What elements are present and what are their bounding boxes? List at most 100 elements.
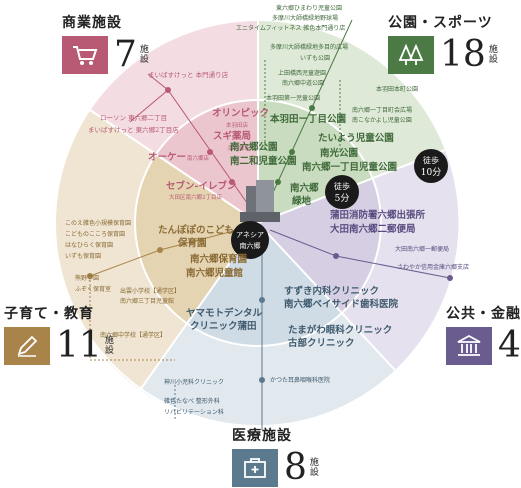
category-medical: 医療施設 8 施設 <box>232 425 320 487</box>
category-childcare-count: 11 <box>56 325 102 366</box>
fac-parks-0: 東六郷ひまわり児童公園 <box>276 4 342 12</box>
fac-commercial-0: まいばすけっと 本門通り店 <box>148 70 229 79</box>
inner-childcare-bg <box>134 154 258 323</box>
dot-childcare-1 <box>157 247 163 253</box>
fac-public-1: 大田南六郷二郵便局 <box>330 223 416 235</box>
fac-parks-17: 南六郷 <box>290 182 319 194</box>
fac-medical-6: 神川小児科クリニック <box>164 378 224 386</box>
fac-parks-14: たいよう児童公園 <box>318 132 394 144</box>
fac-parks-16: 南六郷一丁目児童公園 <box>302 161 397 173</box>
category-public-count: 4 <box>498 325 521 366</box>
fac-medical-5: 古部クリニック <box>288 337 355 349</box>
category-medical-count: 8 <box>284 447 307 488</box>
fac-parks-4: いずも公園 <box>300 54 330 62</box>
dot-commercial-1 <box>165 87 171 93</box>
fac-parks-10: 南二和児童公園 <box>230 155 297 167</box>
fac-parks-13: 南こなかよし児童公園 <box>352 116 412 124</box>
fac-public-2: 大田南六郷一郵便局 <box>395 245 449 253</box>
childcare-labels: このえ雑色小規模保育園 こどものこころ保育園 はなひらく保育園 いずも保育園 た… <box>65 219 247 339</box>
fac-medical-4: たまがわ眼科クリニック <box>288 324 392 336</box>
dot-medical-1 <box>259 297 265 303</box>
fac-childcare-1: こどものこころ保育園 <box>65 230 125 238</box>
dot-parks-2 <box>289 149 295 155</box>
fac-childcare-11: 南六郷三丁目児童館 <box>120 297 174 305</box>
center-line1: アネシア <box>236 231 264 239</box>
fac-parks-7: 本羽田第一児童公園 <box>266 94 320 102</box>
inner-commercial-bg <box>156 99 258 223</box>
category-commercial-unit: 施設 <box>139 45 149 65</box>
fac-parks-1: 多摩川大師橋緑地野球場 <box>272 14 338 22</box>
divider-upper-left <box>89 109 259 224</box>
dot-medical-2 <box>259 377 265 383</box>
category-parks: 公園・スポーツ 18 施設 <box>388 12 499 74</box>
fac-parks-18: 緑地 <box>292 195 312 207</box>
fac-medical-9: リハビリテーション科 <box>164 408 224 416</box>
fac-commercial-1: ローソン 東六郷二丁目 <box>100 113 167 122</box>
fac-parks-11: 本羽田本町公園 <box>376 85 418 93</box>
marker-dots <box>87 87 453 383</box>
fac-parks-3: 多摩川大師橋緑地多目的広場 <box>270 43 348 51</box>
fac-childcare-10: 出雲小学校【通学区】 <box>120 287 180 295</box>
building-icon <box>446 327 492 365</box>
fac-commercial-8: 南六郷店 <box>187 154 210 162</box>
fac-parks-2: エニタイムフィットネス 雑色本門通り店 <box>236 24 345 32</box>
pencil-icon <box>4 327 50 365</box>
tower-front <box>256 180 274 220</box>
commercial-line-2 <box>129 89 169 123</box>
inner-ring <box>134 99 381 346</box>
fac-commercial-9: セブン-イレブン <box>166 180 236 192</box>
fac-medical-1: 南六郷ベイサイド歯科医院 <box>284 298 399 310</box>
inner-medical-bg <box>186 223 341 346</box>
fac-commercial-10: 大田区南六郷2丁目店 <box>169 193 222 201</box>
parks-labels: 東六郷ひまわり児童公園 多摩川大師橋緑地野球場 エニタイムフィットネス 雑色本門… <box>230 4 418 207</box>
category-public-title: 公共・金融 <box>446 306 521 322</box>
divider-lower-right <box>257 222 396 371</box>
fac-childcare-5: 保育園 <box>177 237 207 249</box>
fac-public-0: 蒲田消防署六郷出張所 <box>330 209 426 221</box>
building-illustration <box>240 180 280 222</box>
public-labels: 蒲田消防署六郷出張所 大田南六郷二郵便局 大田南六郷一郵便局 さわやか信用金庫六… <box>330 209 469 271</box>
category-childcare-title: 子育て・教育 <box>4 306 94 322</box>
fac-medical-2: ヤマモトデンタル <box>186 307 263 319</box>
fac-childcare-6: 熊野学園 <box>75 274 99 282</box>
category-childcare-unit: 施設 <box>104 336 114 356</box>
fac-childcare-7: ふぞく保育室 <box>75 285 111 293</box>
center-line2: 南六郷 <box>240 241 261 250</box>
dot-public-2 <box>447 275 453 281</box>
fac-commercial-3: オリンピック <box>212 107 269 119</box>
category-parks-count: 18 <box>440 34 486 75</box>
category-commercial-count: 7 <box>114 34 137 75</box>
category-childcare: 子育て・教育 11 施設 <box>4 303 115 365</box>
medical-box-icon <box>232 449 278 487</box>
fac-parks-8: 本羽田ー丁目公園 <box>270 113 346 125</box>
fac-parks-6: 南六郷中道公園 <box>282 79 324 87</box>
category-parks-title: 公園・スポーツ <box>388 15 493 31</box>
fac-medical-8: 雑色たなべ 整形外科 <box>164 397 220 405</box>
category-public: 公共・金融 4 施設 <box>446 303 521 365</box>
category-medical-title: 医療施設 <box>232 428 292 444</box>
parks-line <box>264 19 353 211</box>
fac-parks-12: 南六郷一丁目町会広場 <box>352 106 412 114</box>
walk-10-label: 徒歩 <box>423 155 439 165</box>
inner-parks-bg <box>258 100 373 223</box>
childcare-line-2 <box>89 276 175 361</box>
cart-icon <box>62 36 108 74</box>
dot-parks-1 <box>309 105 315 111</box>
dot-commercial-2 <box>207 149 213 155</box>
fac-public-3: さわやか信用金庫六郷支店 <box>397 263 469 271</box>
fac-childcare-3: いずも保育園 <box>65 252 101 260</box>
dot-parks-3 <box>275 179 281 185</box>
walk-10-badge <box>414 149 448 183</box>
fac-parks-5: 上田橋西児童遊園 <box>278 69 326 77</box>
fac-childcare-8: 南六郷保育園 <box>190 253 247 265</box>
fac-parks-15: 南光公園 <box>320 147 358 159</box>
fac-commercial-5: スギ薬局 <box>213 130 251 142</box>
walk-5-label: 徒歩 <box>334 181 350 191</box>
inner-public-bg <box>258 180 381 313</box>
fac-parks-9: 南六郷公園 <box>230 141 278 153</box>
walk-5-value: 5分 <box>335 193 350 204</box>
commercial-labels: まいばすけっと 本門通り店 ローソン 東六郷二丁目 まいばすけっと 東六郷2丁目… <box>88 70 269 201</box>
fac-childcare-0: このえ雑色小規模保育園 <box>65 219 131 227</box>
